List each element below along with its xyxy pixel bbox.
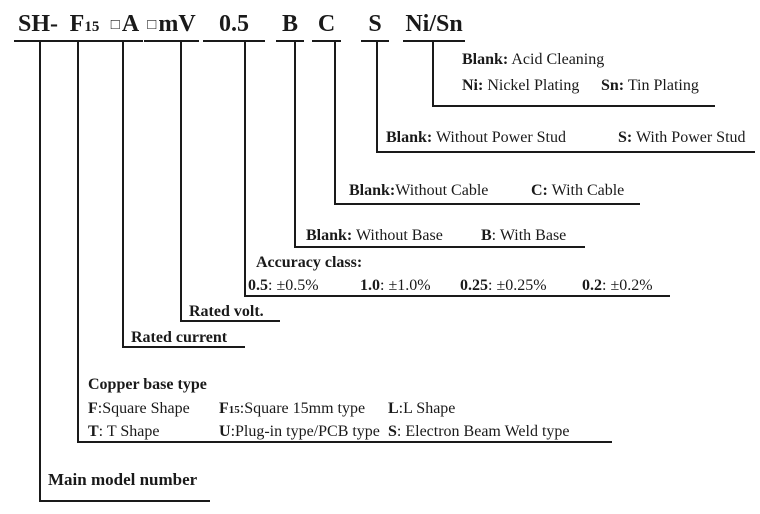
cable-option-c: C: With Cable <box>531 182 624 199</box>
segment-text: mV <box>158 11 196 37</box>
option-key: S: <box>618 129 633 146</box>
option-key: U <box>219 423 231 440</box>
rated-current-box: Rated current <box>122 42 245 348</box>
label-text: Rated volt. <box>189 303 264 320</box>
option-value: : ±0.5% <box>268 277 319 294</box>
copper-option-s: S: Electron Beam Weld type <box>388 423 570 440</box>
option-key: B <box>481 227 492 244</box>
option-value: : Electron Beam Weld type <box>396 423 570 440</box>
option-key: F <box>219 400 229 417</box>
cable-option-blank: Blank:Without Cable <box>349 182 488 199</box>
option-key: C: <box>531 182 548 199</box>
option-key: 0.25 <box>460 277 488 294</box>
option-key: S <box>388 423 397 440</box>
plating-option-sn: Sn: Tin Plating <box>601 77 699 94</box>
accuracy-option-05: 0.5: ±0.5% <box>248 277 319 294</box>
model-segment-plating: Ni/Sn <box>403 10 465 42</box>
option-value: : T Shape <box>98 423 160 440</box>
option-value: Without Base <box>352 227 443 244</box>
accuracy-option-02: 0.2: ±0.2% <box>582 277 653 294</box>
option-key: Blank: <box>462 51 509 68</box>
option-value: Without Power Stud <box>432 129 566 146</box>
segment-text: C <box>317 11 336 37</box>
power-stud-option-blank: Blank: Without Power Stud <box>386 129 566 146</box>
segment-text: Ni/Sn <box>405 11 463 37</box>
option-value: : ±1.0% <box>380 277 431 294</box>
segment-text: F <box>69 11 85 37</box>
model-segment-base: B <box>276 10 304 42</box>
copper-base-type-box: Copper base type F:Square Shape F15:Squa… <box>77 42 612 443</box>
segment-text: 0.5 <box>219 11 249 37</box>
option-key: 0.5 <box>248 277 268 294</box>
copper-option-l: L:L Shape <box>388 400 455 417</box>
option-key: Blank: <box>349 182 396 199</box>
option-value: : ±0.2% <box>602 277 653 294</box>
base-option-box: Blank: Without Base B: With Base <box>294 42 585 248</box>
option-value: :Square 15mm type <box>239 400 366 417</box>
base-option-blank: Blank: Without Base <box>306 227 443 244</box>
plating-option-blank: Blank: Acid Cleaning <box>462 51 604 68</box>
option-value: Tin Plating <box>624 77 699 94</box>
option-key-subscript: 15 <box>228 404 240 416</box>
title-text: Accuracy class: <box>256 254 363 271</box>
base-option-b: B: With Base <box>481 227 566 244</box>
model-segment-accuracy: 0.5 <box>203 10 265 42</box>
option-value: :Plug-in type/PCB type <box>230 423 380 440</box>
copper-option-t: T: T Shape <box>88 423 159 440</box>
segment-text: SH- <box>17 11 58 37</box>
option-value: With Cable <box>547 182 625 199</box>
option-key: Blank: <box>386 129 433 146</box>
plating-option-ni: Ni: Nickel Plating <box>462 77 579 94</box>
option-key: L <box>388 400 399 417</box>
cable-option-box: Blank:Without Cable C: With Cable <box>334 42 640 205</box>
option-value: : With Base <box>491 227 567 244</box>
label-text: Main model number <box>48 470 198 489</box>
option-key: 1.0 <box>360 277 380 294</box>
main-model-number-box: Main model number <box>39 42 210 502</box>
accuracy-option-10: 1.0: ±1.0% <box>360 277 431 294</box>
option-key: Sn: <box>601 77 625 94</box>
title-text: Copper base type <box>88 376 207 393</box>
model-segment-stud: S <box>361 10 389 42</box>
accuracy-option-025: 0.25: ±0.25% <box>460 277 547 294</box>
rated-current-label: Rated current <box>131 329 227 346</box>
model-segment-cable: C <box>312 10 341 42</box>
model-segment-prefix: SH- <box>14 10 62 42</box>
option-value: Nickel Plating <box>483 77 580 94</box>
option-value: With Power Stud <box>632 129 746 146</box>
segment-subscript: 15 <box>84 19 100 35</box>
option-value: Acid Cleaning <box>508 51 605 68</box>
option-value: :Square Shape <box>97 400 190 417</box>
option-key: 0.2 <box>582 277 602 294</box>
option-key: F <box>88 400 98 417</box>
rated-volt-label: Rated volt. <box>189 303 264 320</box>
segment-text: B <box>281 11 298 37</box>
square-placeholder-icon: □ <box>147 17 157 33</box>
model-segment-current: □A <box>107 10 143 42</box>
accuracy-class-box: Accuracy class: 0.5: ±0.5% 1.0: ±1.0% 0.… <box>244 42 670 297</box>
square-placeholder-icon: □ <box>110 17 120 33</box>
plating-option-box: Blank: Acid Cleaning Ni: Nickel Plating … <box>432 42 715 107</box>
option-key: Ni: <box>462 77 484 94</box>
copper-option-u: U:Plug-in type/PCB type <box>219 423 380 440</box>
option-key: T <box>88 423 99 440</box>
copper-option-f: F:Square Shape <box>88 400 190 417</box>
option-key: Blank: <box>306 227 353 244</box>
power-stud-option-box: Blank: Without Power Stud S: With Power … <box>376 42 755 153</box>
segment-text: S <box>368 11 382 37</box>
copper-base-type-title: Copper base type <box>88 376 207 393</box>
rated-volt-box: Rated volt. <box>180 42 280 322</box>
option-value: :L Shape <box>398 400 456 417</box>
model-segment-voltage: □mV <box>144 10 199 42</box>
power-stud-option-s: S: With Power Stud <box>618 129 746 146</box>
accuracy-class-title: Accuracy class: <box>256 254 362 271</box>
label-text: Rated current <box>131 329 228 346</box>
option-value: Without Cable <box>395 182 489 199</box>
segment-text: A <box>121 11 140 37</box>
copper-option-f15: F15:Square 15mm type <box>219 400 365 419</box>
option-value: : ±0.25% <box>488 277 547 294</box>
main-model-number-label: Main model number <box>48 471 197 488</box>
